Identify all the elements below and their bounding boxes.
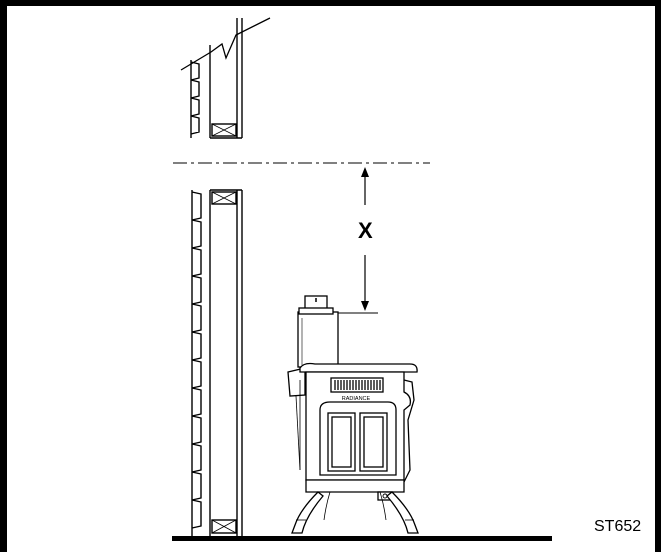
- dimension-x-label: X: [358, 218, 373, 243]
- stove-brand-label: RADIANCE: [342, 396, 371, 402]
- floor-line: [172, 536, 552, 541]
- wood-stove: [287, 295, 419, 534]
- figure-code: ST652: [594, 518, 641, 535]
- lower-wall-section: [191, 189, 243, 536]
- upper-wall-section: [180, 17, 271, 139]
- dimension-x: [338, 167, 378, 314]
